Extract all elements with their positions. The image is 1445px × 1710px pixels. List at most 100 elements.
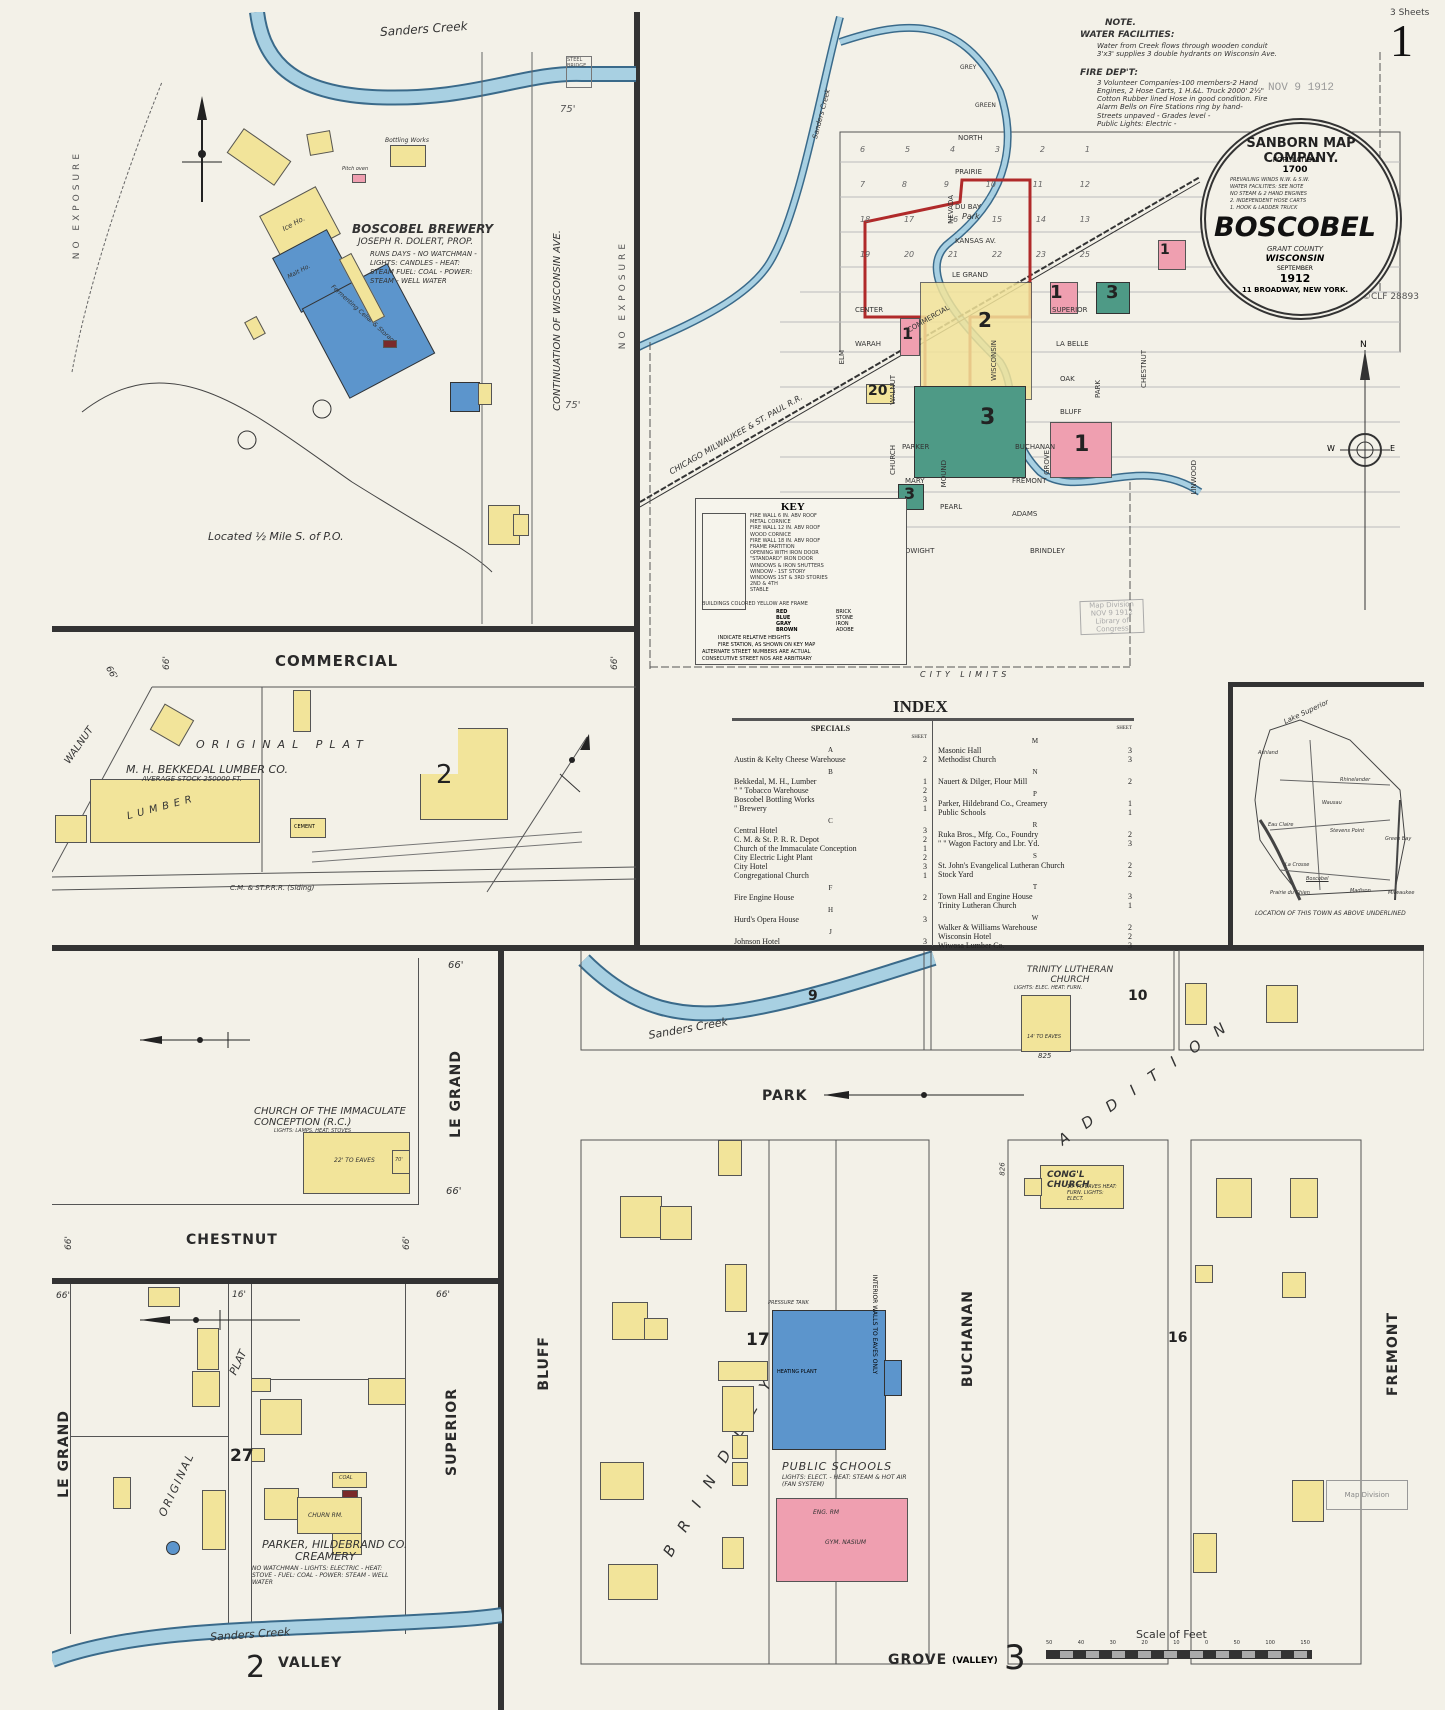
creamery-well-icon — [166, 1541, 180, 1555]
block17-stable-1 — [718, 1140, 742, 1176]
creamery-title: PARKER, HILDEBRAND CO. — [262, 1538, 408, 1551]
keymap-street-dubay: DU BAY — [955, 203, 982, 211]
keymap-street-mound: MOUND — [940, 460, 948, 488]
church-width-top: 66' — [448, 960, 464, 971]
index-entry-name: Stock Yard — [938, 870, 974, 879]
school-gymnasium: ENG. RM GYM. NASIUM — [776, 1498, 908, 1582]
key-material-stone: STONE — [836, 615, 854, 621]
chestnut-street-label: CHESTNUT — [186, 1232, 278, 1248]
keymap-street-dwight: DWIGHT — [905, 547, 935, 555]
pressure-tank-label: PRESSURE TANK — [768, 1300, 809, 1306]
lumber-sheds: LUMBER — [90, 779, 260, 843]
block17-shed-2 — [732, 1435, 748, 1459]
key-color-materials: BRICK STONE IRON ADOBE — [836, 609, 854, 633]
church-block-outline — [52, 958, 419, 1205]
key-item: STABLE — [750, 587, 769, 594]
keymap-sheet-marker-1c: 1 — [1074, 432, 1090, 457]
key-consecutive-note: CONSECUTIVE STREET NOS ARE ARBITRARY — [702, 656, 812, 662]
index-entry[interactable]: Wiwosa Lumber Co.3 — [938, 941, 1132, 950]
index-letter-j: J — [829, 928, 832, 936]
index-letter-n: N — [1032, 768, 1038, 776]
index-entry-sheet: 2 — [1128, 861, 1132, 870]
block-num: 4 — [949, 145, 956, 154]
block16-stable-3 — [1193, 1533, 1217, 1573]
block-num: 12 — [1079, 180, 1090, 189]
church-width-left: 66' — [63, 1236, 74, 1250]
divider-middle — [52, 945, 1424, 951]
keymap-street-kansas: KANSAS AV. — [955, 237, 996, 245]
keymap-street-grove: GROVE — [1043, 450, 1051, 475]
south-dwelling-addition — [513, 514, 529, 536]
fremont-street-label: FREMONT — [1385, 1312, 1401, 1397]
block-num: 18 — [860, 215, 871, 224]
index-specials-header: SPECIALS — [810, 724, 851, 733]
locator-ashland: Ashland — [1258, 750, 1278, 756]
key-color-blue: BLUE — [776, 615, 791, 621]
keymap-sheet-marker-east: 1 — [1160, 242, 1170, 258]
locator-rhinelander: Rhinelander — [1340, 777, 1371, 783]
block-10-label: 10 — [1128, 988, 1148, 1004]
block17-shed — [718, 1361, 768, 1381]
block-9-label: 9 — [808, 988, 818, 1004]
locator-wausau: Wausau — [1322, 800, 1342, 806]
pitch-oven-label: Pitch oven — [342, 166, 369, 172]
index-letter-t: T — [1032, 883, 1038, 891]
key-title: KEY — [781, 501, 805, 513]
block17-dwelling-1b — [660, 1206, 692, 1240]
keymap-street-nevada: NEVADA — [947, 195, 955, 224]
index-sheet-header-right: SHEET — [1116, 726, 1132, 731]
wisconsin-locator-map — [1254, 719, 1406, 901]
keymap-street-superior: SUPERIOR — [1052, 306, 1088, 314]
creamery-subtitle: CREAMERY — [295, 1550, 356, 1563]
seal-county: GRANT COUNTY — [1266, 245, 1324, 253]
legrand-street-label: LE GRAND — [448, 1050, 464, 1138]
keymap-street-church: CHURCH — [889, 445, 897, 475]
church-height: 22' TO EAVES — [334, 1157, 375, 1164]
index-entry-sheet: 3 — [923, 795, 927, 804]
seal-population-label: POPULATION — [1272, 156, 1318, 164]
block16-dwelling-2 — [1290, 1178, 1318, 1218]
key-color-brown: BROWN — [776, 627, 798, 633]
index-letter-a: A — [827, 746, 834, 754]
keymap-park-label: Park — [962, 212, 980, 221]
creamery-sheet-ref: 2 — [246, 1650, 266, 1685]
index-entry-sheet: 1 — [923, 804, 927, 813]
creamery-coal-shed: COAL — [332, 1472, 367, 1488]
seal-town: BOSCOBEL — [1214, 212, 1376, 243]
lumber-company-name: M. H. BEKKEDAL LUMBER CO. — [126, 763, 288, 776]
compass-rose — [1340, 350, 1390, 610]
block-num: 1 — [1084, 145, 1090, 154]
index-entry-name: Methodist Church — [938, 755, 996, 764]
buchanan-street-label: BUCHANAN — [960, 1290, 976, 1388]
block-num: 10 — [985, 180, 996, 189]
index-entry[interactable]: " " Wagon Factory and Lbr. Yd.3 — [938, 839, 1132, 848]
